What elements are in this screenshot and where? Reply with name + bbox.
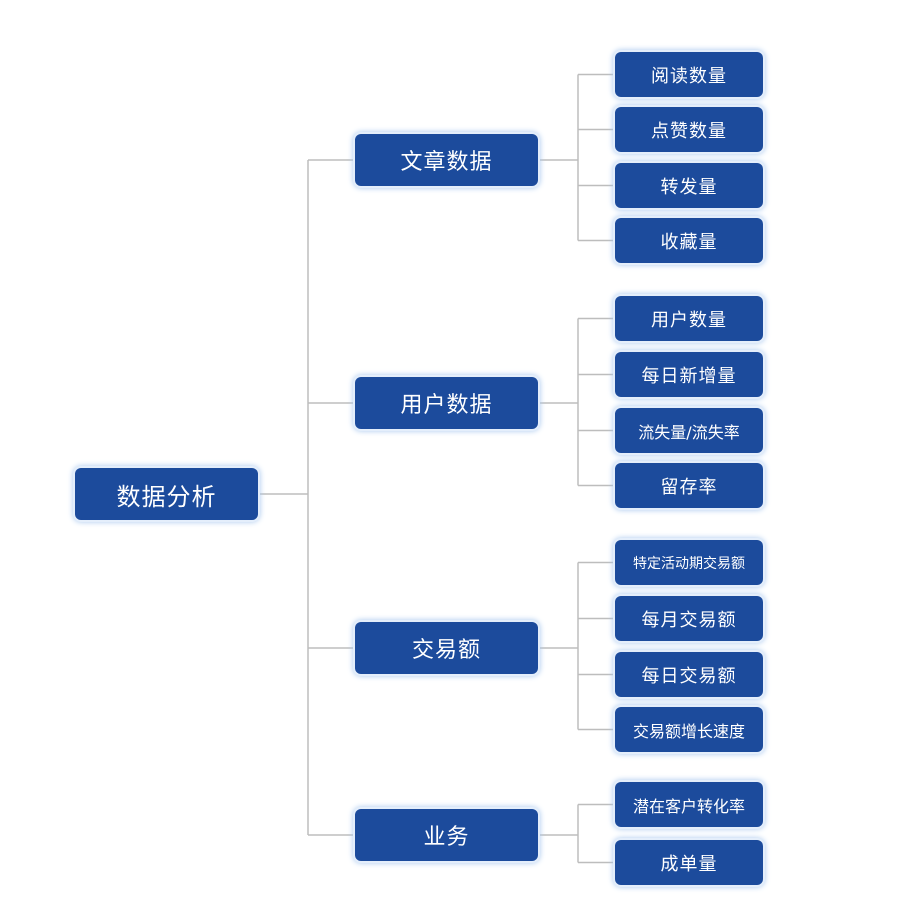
leaf-node-label: 阅读数量 <box>651 65 727 87</box>
leaf-node-label: 每月交易额 <box>641 609 737 631</box>
leaf-node-label: 转发量 <box>660 176 718 198</box>
leaf-node[interactable]: 每月交易额 <box>615 596 763 641</box>
leaf-node[interactable]: 阅读数量 <box>615 52 763 97</box>
leaf-node-label: 每日交易额 <box>641 665 737 687</box>
leaf-node[interactable]: 转发量 <box>615 163 763 208</box>
leaf-node[interactable]: 留存率 <box>615 463 763 508</box>
leaf-node[interactable]: 每日交易额 <box>615 652 763 697</box>
leaf-node-label: 交易额增长速度 <box>632 721 745 741</box>
leaf-node[interactable]: 用户数量 <box>615 296 763 341</box>
leaf-node-label: 流失量/流失率 <box>638 422 740 442</box>
root-node[interactable]: 数据分析 <box>75 468 258 520</box>
leaf-node-label: 用户数量 <box>651 309 727 331</box>
leaf-node-label: 点赞数量 <box>651 120 727 142</box>
leaf-node-label: 每日新增量 <box>641 365 737 387</box>
branch-node-label: 业务 <box>423 825 470 850</box>
leaf-node[interactable]: 交易额增长速度 <box>615 707 763 752</box>
leaf-node-label: 成单量 <box>660 853 718 875</box>
branch-node-user-data[interactable]: 用户数据 <box>355 377 538 429</box>
leaf-node[interactable]: 流失量/流失率 <box>615 408 763 453</box>
branch-node-article-data[interactable]: 文章数据 <box>355 134 538 186</box>
leaf-node-label: 留存率 <box>660 476 718 498</box>
leaf-node-label: 潜在客户转化率 <box>632 796 745 816</box>
leaf-node[interactable]: 特定活动期交易额 <box>615 540 763 585</box>
branch-node-label: 交易额 <box>411 638 481 663</box>
leaf-node[interactable]: 成单量 <box>615 840 763 885</box>
leaf-node[interactable]: 每日新增量 <box>615 352 763 397</box>
branch-node-label: 用户数据 <box>400 393 493 418</box>
branch-node-transaction[interactable]: 交易额 <box>355 622 538 674</box>
root-node-label: 数据分析 <box>116 482 217 511</box>
branch-node-label: 文章数据 <box>400 150 493 175</box>
leaf-node[interactable]: 潜在客户转化率 <box>615 782 763 827</box>
leaf-node-label: 特定活动期交易额 <box>633 555 745 572</box>
branch-node-business[interactable]: 业务 <box>355 809 538 861</box>
leaf-node-label: 收藏量 <box>660 231 718 253</box>
leaf-node[interactable]: 收藏量 <box>615 218 763 263</box>
leaf-node[interactable]: 点赞数量 <box>615 107 763 152</box>
